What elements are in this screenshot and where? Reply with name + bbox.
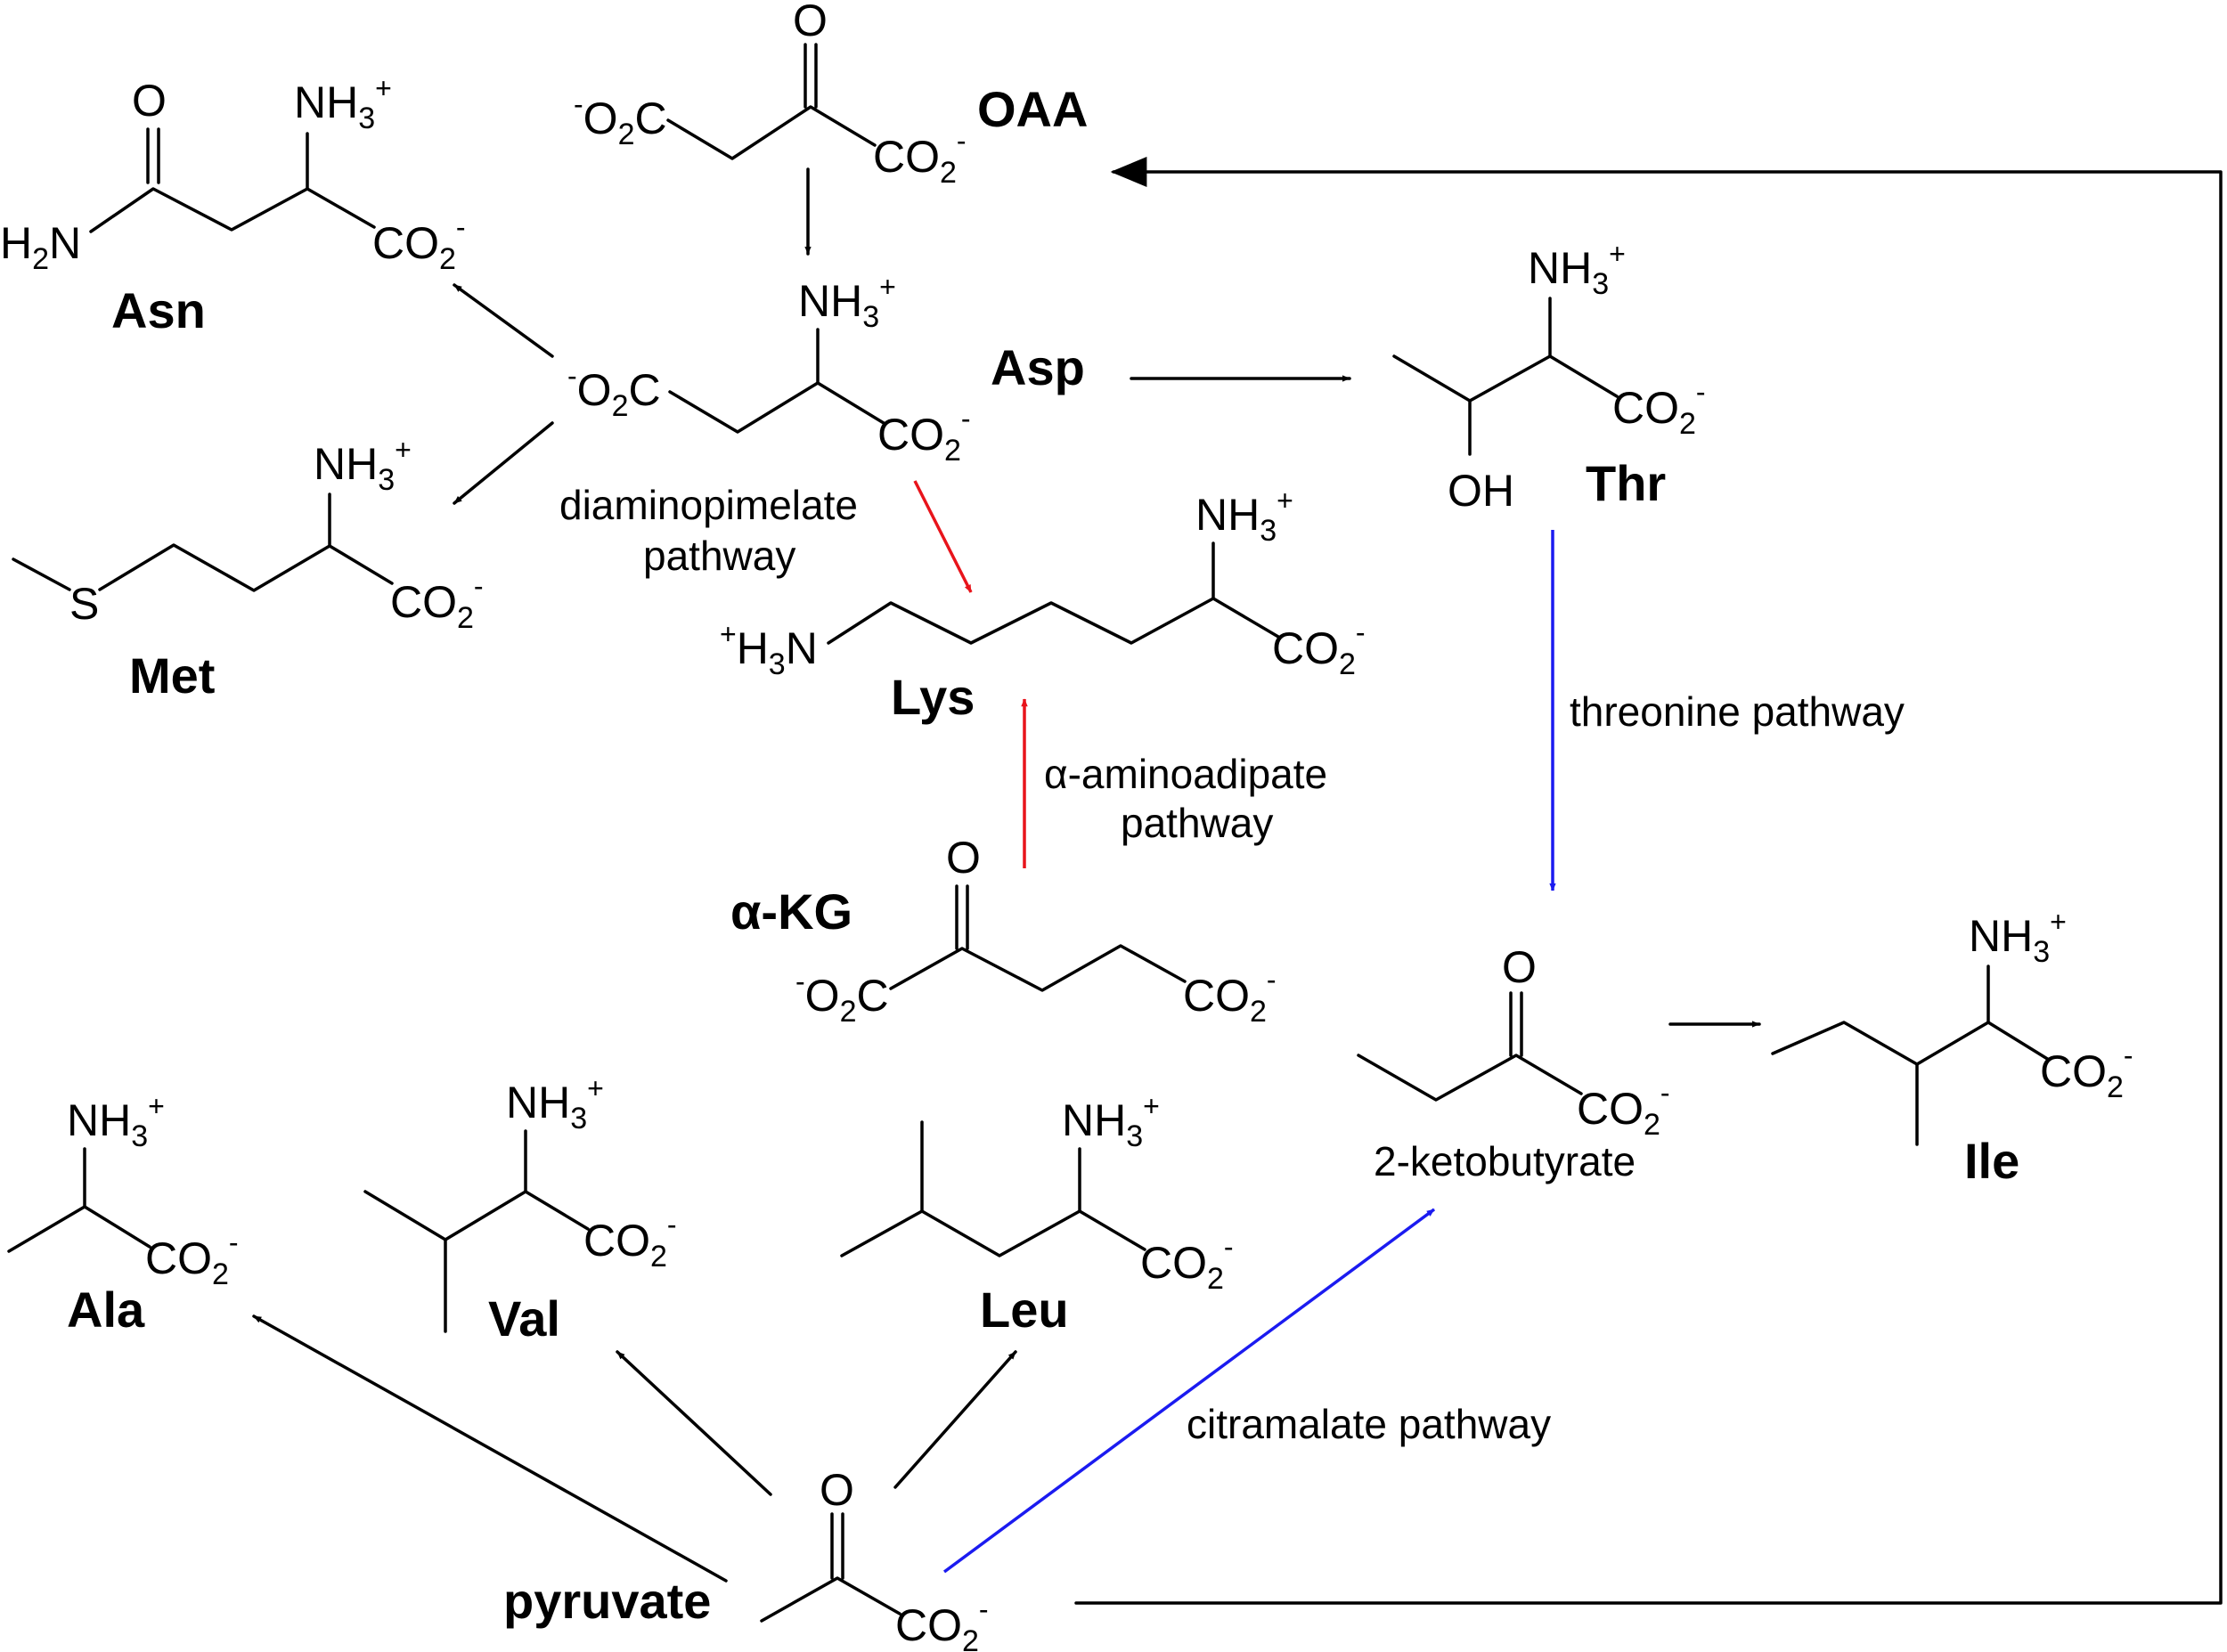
arrow-pyruvate-to-oaa <box>1074 157 2223 1605</box>
svg-text:NH3+: NH3+ <box>1969 906 2067 969</box>
val-structure: NH3+ CO2- <box>363 1072 677 1333</box>
label-akg: α-KG <box>730 883 852 940</box>
svg-text:O: O <box>820 1465 854 1515</box>
svg-text:S: S <box>69 579 99 629</box>
arrow-asp-to-asn <box>453 283 554 358</box>
label-ala: Ala <box>67 1282 145 1338</box>
ile-structure: NH3+ CO2- <box>1771 906 2133 1146</box>
svg-text:CO2-: CO2- <box>877 403 971 468</box>
arrow-pyruvate-to-ala <box>252 1314 728 1583</box>
label-val: Val <box>488 1290 560 1347</box>
ketobutyrate-structure: O CO2- <box>1357 942 1670 1142</box>
pyruvate-structure: O CO2- <box>760 1465 989 1652</box>
svg-text:CO2-: CO2- <box>1183 964 1277 1029</box>
svg-text:CO2-: CO2- <box>1612 376 1706 441</box>
label-asp: Asp <box>991 339 1085 395</box>
svg-text:NH3+: NH3+ <box>1062 1090 1160 1153</box>
oaa-structure: -O2C O CO2- <box>574 0 967 190</box>
svg-text:CO2-: CO2- <box>145 1226 239 1291</box>
label-diaminopimelate-1: diaminopimelate <box>559 482 858 528</box>
arrow-asp-to-met <box>453 421 554 505</box>
svg-text:CO2-: CO2- <box>1272 616 1366 681</box>
label-threonine-pathway: threonine pathway <box>1570 688 1905 735</box>
svg-text:NH3+: NH3+ <box>506 1072 604 1135</box>
asn-structure: O H2N NH3+ CO2- <box>0 72 466 276</box>
leu-structure: NH3+ CO2- <box>840 1090 1234 1296</box>
arrow-citramalate-pathway <box>942 1208 1436 1574</box>
ala-structure: NH3+ CO2- <box>7 1090 239 1291</box>
svg-text:-O2C: -O2C <box>567 360 661 423</box>
svg-text:O: O <box>793 0 828 45</box>
label-citramalate-pathway: citramalate pathway <box>1187 1401 1551 1447</box>
label-pyruvate: pyruvate <box>503 1573 711 1629</box>
label-aminoadipate-1: α-aminoadipate <box>1044 751 1327 797</box>
svg-text:CO2-: CO2- <box>1577 1077 1670 1142</box>
svg-text:O: O <box>946 833 981 883</box>
svg-text:OH: OH <box>1448 466 1514 516</box>
svg-text:CO2-: CO2- <box>583 1208 677 1274</box>
svg-text:NH3+: NH3+ <box>67 1090 165 1153</box>
label-ile: Ile <box>1964 1133 2019 1189</box>
label-diaminopimelate-2: pathway <box>643 533 795 579</box>
label-met: Met <box>129 647 215 704</box>
label-ketobutyrate: 2-ketobutyrate <box>1374 1138 1636 1184</box>
thr-structure: NH3+ CO2- OH <box>1392 238 1706 516</box>
svg-text:H2N: H2N <box>0 218 81 276</box>
svg-text:NH3+: NH3+ <box>294 72 392 135</box>
label-aminoadipate-2: pathway <box>1121 800 1273 846</box>
svg-text:NH3+: NH3+ <box>1528 238 1626 301</box>
label-leu: Leu <box>980 1282 1069 1338</box>
arrow-pyruvate-to-leu <box>893 1350 1017 1489</box>
svg-text:CO2-: CO2- <box>2040 1039 2133 1104</box>
label-asn: Asn <box>111 282 206 338</box>
svg-text:+H3N: +H3N <box>720 618 818 681</box>
lys-structure: +H3N NH3+ CO2- <box>720 484 1366 681</box>
svg-text:NH3+: NH3+ <box>314 434 412 497</box>
arrow-pyruvate-to-val <box>616 1350 772 1496</box>
asp-structure: -O2C NH3+ CO2- <box>567 271 971 468</box>
svg-text:CO2-: CO2- <box>895 1593 989 1652</box>
svg-text:-O2C: -O2C <box>574 88 667 151</box>
label-lys: Lys <box>891 669 975 725</box>
svg-text:NH3+: NH3+ <box>798 271 896 334</box>
svg-text:NH3+: NH3+ <box>1195 484 1293 548</box>
svg-text:CO2-: CO2- <box>372 211 466 276</box>
arrow-diaminopimelate-pathway <box>913 480 973 593</box>
akg-structure: -O2C O CO2- <box>795 833 1277 1029</box>
label-thr: Thr <box>1586 455 1666 511</box>
svg-text:-O2C: -O2C <box>795 965 889 1029</box>
svg-text:O: O <box>1502 942 1537 992</box>
svg-text:CO2-: CO2- <box>390 570 484 635</box>
svg-text:CO2-: CO2- <box>1140 1231 1234 1296</box>
svg-text:CO2-: CO2- <box>873 125 967 190</box>
met-structure: S NH3+ CO2- <box>12 434 484 635</box>
charge-minus: - <box>574 88 583 120</box>
svg-text:O: O <box>132 76 167 126</box>
label-oaa: OAA <box>977 81 1088 137</box>
